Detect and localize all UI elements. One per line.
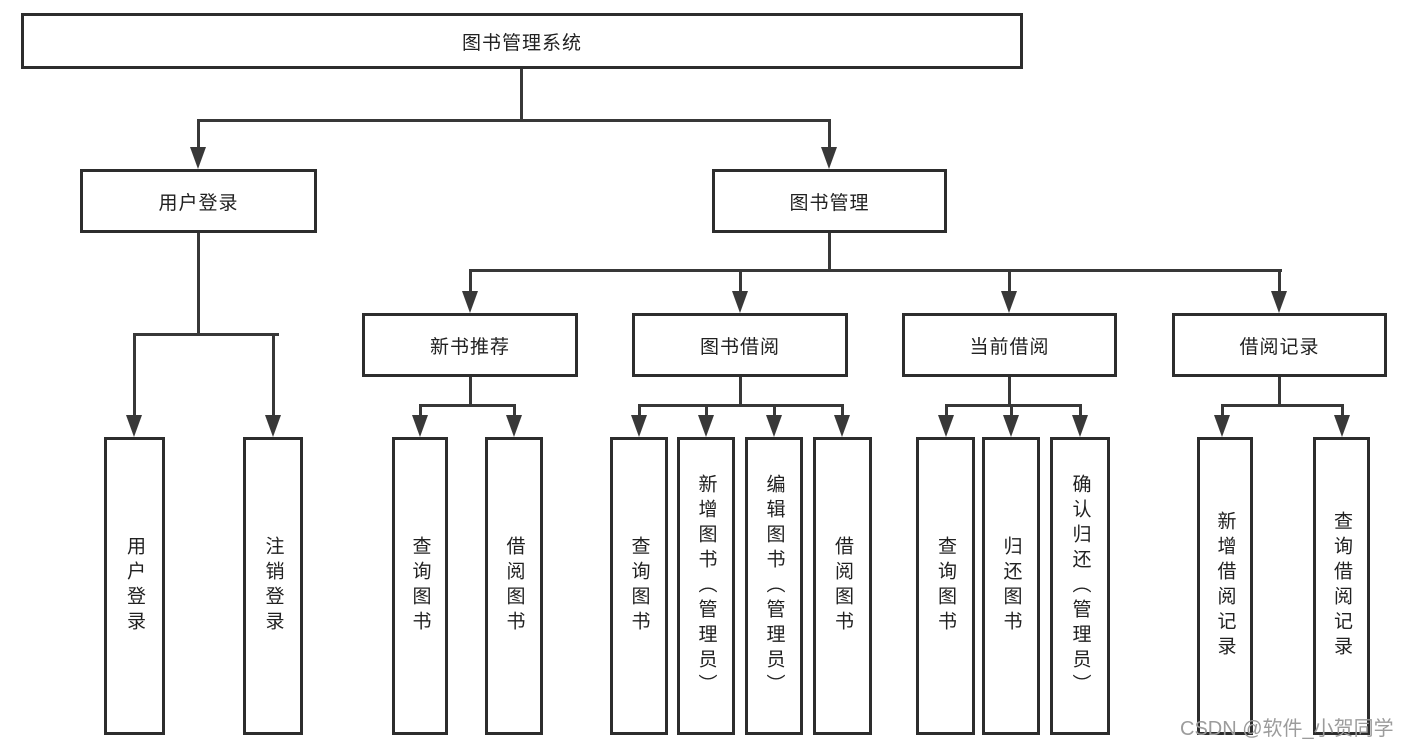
connector-line [197,119,831,122]
arrow-down-icon [834,415,850,437]
leaf-cb-query-books: 查询图书 [916,437,975,735]
connector-line [1010,404,1013,417]
connector-line [828,119,831,149]
connector-line [197,233,200,336]
arrow-down-icon [1001,291,1017,313]
leaf-br-query-borrow-record: 查询借阅记录 [1313,437,1370,735]
arrow-down-icon [462,291,478,313]
leaf-user-login: 用户登录 [104,437,165,735]
leaf-nbr-query-books: 查询图书 [392,437,448,735]
node-root: 图书管理系统 [21,13,1023,69]
leaf-br-add-borrow-record: 新增借阅记录 [1197,437,1253,735]
connector-line [1221,404,1344,407]
arrow-down-icon [1003,415,1019,437]
connector-line [739,377,742,407]
arrow-down-icon [732,291,748,313]
arrow-down-icon [126,415,142,437]
node-borrow-records-label: 借阅记录 [1239,336,1320,358]
connector-line [133,333,279,336]
arrow-down-icon [265,415,281,437]
node-borrow-records: 借阅记录 [1172,313,1387,377]
arrow-down-icon [698,415,714,437]
connector-line [469,269,472,293]
arrow-down-icon [412,415,428,437]
leaf-bb-edit-books-admin-label: 编辑图书（管理员） [763,473,785,699]
arrow-down-icon [1271,291,1287,313]
connector-line [1079,404,1082,417]
leaf-cb-confirm-return-admin-label: 确认归还（管理员） [1069,473,1091,699]
node-user-login-label: 用户登录 [158,192,239,214]
arrow-down-icon [631,415,647,437]
leaf-bb-query-books: 查询图书 [610,437,668,735]
connector-line [1278,269,1281,293]
connector-line [945,404,1082,407]
connector-line [1008,269,1011,293]
arrow-down-icon [766,415,782,437]
connector-line [828,233,831,272]
arrow-down-icon [821,147,837,169]
connector-line [1341,404,1344,417]
connector-line [739,269,742,293]
connector-line [841,404,844,417]
connector-line [469,377,472,407]
connector-line [773,404,776,417]
connector-line [197,119,200,149]
connector-line [520,69,523,122]
node-user-login: 用户登录 [80,169,317,233]
arrow-down-icon [190,147,206,169]
leaf-bb-query-books-label: 查询图书 [628,536,650,636]
leaf-bb-add-books-admin-label: 新增图书（管理员） [695,473,717,699]
leaf-bb-borrow-books: 借阅图书 [813,437,872,735]
connector-line [469,269,1282,272]
leaf-bb-edit-books-admin: 编辑图书（管理员） [745,437,803,735]
node-current-borrow: 当前借阅 [902,313,1117,377]
node-new-book-recommend-label: 新书推荐 [429,336,510,358]
leaf-cb-confirm-return-admin: 确认归还（管理员） [1050,437,1110,735]
node-book-borrow: 图书借阅 [632,313,848,377]
csdn-watermark: CSDN @软件_小贺同学 [1180,718,1394,740]
connector-line [945,404,948,417]
connector-line [272,333,275,417]
arrow-down-icon [1214,415,1230,437]
connector-line [419,404,516,407]
connector-line [1221,404,1224,417]
leaf-br-add-borrow-record-label: 新增借阅记录 [1214,511,1236,661]
leaf-nbr-borrow-books-label: 借阅图书 [503,536,525,636]
leaf-cb-query-books-label: 查询图书 [935,536,956,636]
leaf-logout: 注销登录 [243,437,303,735]
arrow-down-icon [506,415,522,437]
connector-line [1278,377,1281,407]
connector-line [133,333,136,417]
node-new-book-recommend: 新书推荐 [362,313,578,377]
connector-line [1008,377,1011,407]
connector-line [419,404,422,417]
node-root-label: 图书管理系统 [461,32,582,54]
node-book-management: 图书管理 [712,169,947,233]
arrow-down-icon [938,415,954,437]
connector-line [638,404,641,417]
leaf-bb-borrow-books-label: 借阅图书 [832,536,853,636]
leaf-logout-label: 注销登录 [262,536,284,636]
leaf-nbr-query-books-label: 查询图书 [409,536,431,636]
leaf-cb-return-books-label: 归还图书 [1000,536,1022,636]
leaf-nbr-borrow-books: 借阅图书 [485,437,543,735]
arrow-down-icon [1334,415,1350,437]
node-book-borrow-label: 图书借阅 [699,336,780,358]
leaf-cb-return-books: 归还图书 [982,437,1040,735]
connector-line [513,404,516,417]
leaf-bb-add-books-admin: 新增图书（管理员） [677,437,735,735]
leaf-br-query-borrow-record-label: 查询借阅记录 [1331,511,1352,661]
connector-line [638,404,844,407]
node-current-borrow-label: 当前借阅 [969,336,1050,358]
connector-line [705,404,708,417]
arrow-down-icon [1072,415,1088,437]
node-book-management-label: 图书管理 [789,192,870,214]
leaf-user-login-label: 用户登录 [124,536,145,636]
